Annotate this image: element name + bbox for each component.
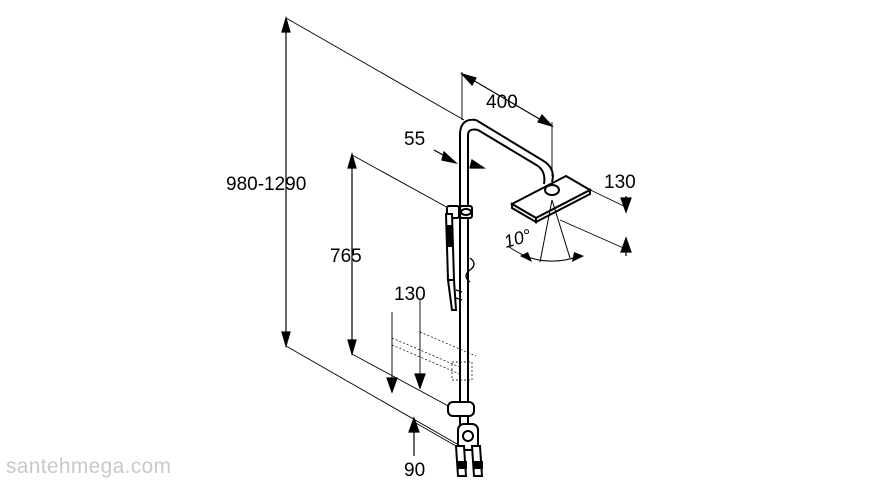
hand-shower xyxy=(444,213,458,311)
mixer-body xyxy=(447,401,479,451)
shower-head xyxy=(509,174,593,224)
dimension-lines xyxy=(281,15,632,456)
tilt-angle-arc xyxy=(507,199,581,263)
bottom-offset-label: 90 xyxy=(404,460,425,481)
shelf-offset-label: 130 xyxy=(394,284,426,305)
watermark: santehmega.com xyxy=(6,455,172,478)
slider-height-label: 765 xyxy=(330,246,362,267)
shower-hose xyxy=(455,257,475,301)
extension-lines xyxy=(285,17,629,449)
total-height-label: 980-1290 xyxy=(226,174,306,195)
riser-pipe xyxy=(459,118,554,440)
tilt-angle-label: 10° xyxy=(502,225,534,252)
head-projection-label: 400 xyxy=(486,92,518,113)
shelf-outline xyxy=(391,331,477,381)
bar-offset-label: 55 xyxy=(404,129,425,150)
head-height-label: 130 xyxy=(604,172,636,193)
inlet-connectors xyxy=(454,445,484,477)
dimension-labels: 980-1290 400 55 130 765 130 90 10° xyxy=(226,92,636,481)
